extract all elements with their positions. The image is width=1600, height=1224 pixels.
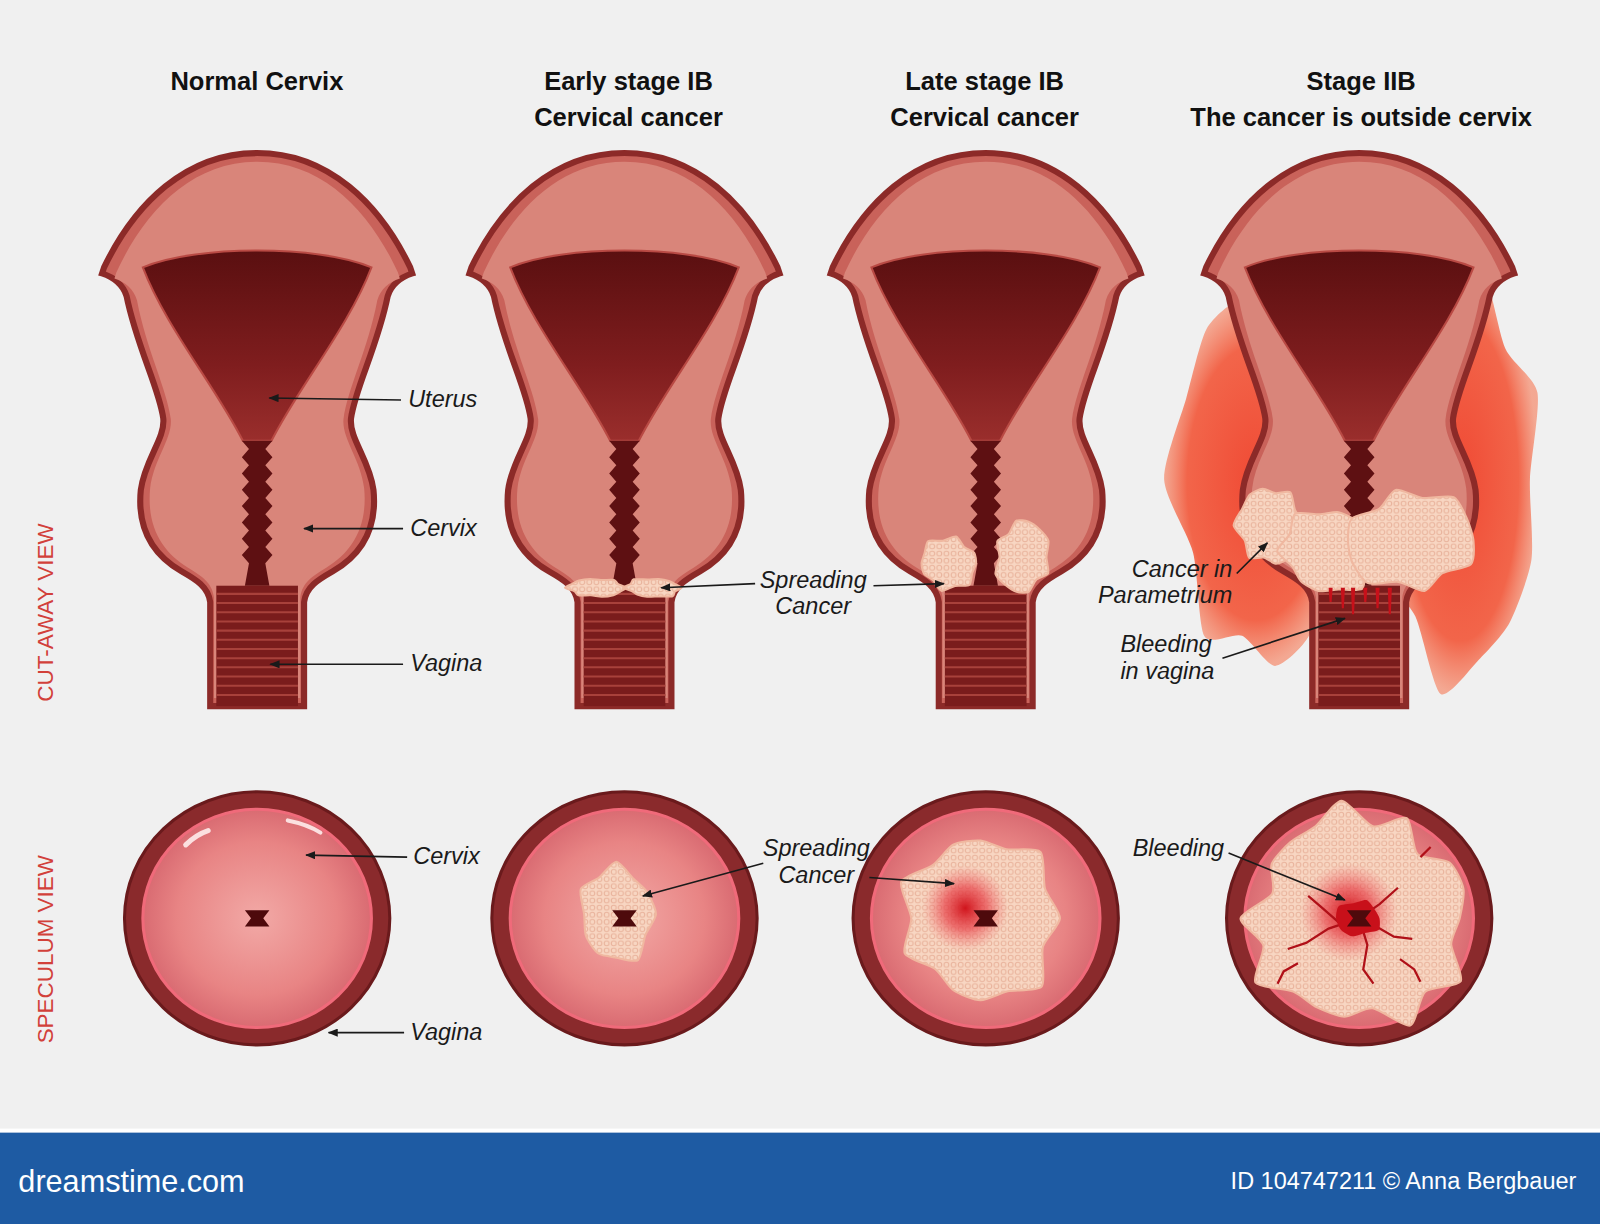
cervix-face [143, 809, 372, 1027]
cancer-growth [1241, 801, 1464, 1026]
view-label: SPECULUM VIEW [32, 855, 59, 1043]
part-label: Vagina [410, 650, 482, 677]
vagina-ring [853, 792, 1118, 1045]
label-line: Cancer [760, 593, 867, 620]
label-line: Cervical cancer [890, 99, 1079, 135]
vagina-ring [492, 792, 757, 1045]
footer-bar [0, 1133, 1600, 1224]
inflammation [922, 865, 1008, 951]
cancer-growth [1348, 490, 1474, 591]
watermark: dreamstime.com [18, 1163, 244, 1200]
part-label: Cervix [410, 514, 477, 541]
part-label: Spreading Cancer [763, 835, 870, 889]
label-line: Bleeding [1120, 631, 1214, 658]
leader-line [329, 1032, 405, 1034]
bleeding-drip [1376, 588, 1380, 608]
cancer-growth [995, 520, 1048, 593]
label-line: Stage IIB [1190, 63, 1532, 99]
leader-line [643, 863, 763, 896]
bleeding-drip [1351, 588, 1355, 615]
part-label: Uterus [408, 386, 477, 413]
cervical-os [973, 910, 997, 926]
label-line: Spreading [763, 835, 870, 862]
bleeding-crack [1400, 959, 1420, 981]
cervical-os [1347, 910, 1371, 926]
speculum-view [492, 792, 757, 1045]
column-heading: Early stage IB Cervical cancer [534, 63, 723, 134]
leader-line [270, 663, 403, 665]
part-label: Cervix [413, 843, 480, 870]
bleeding-crack [1308, 896, 1339, 923]
label-line: Late stage IB [890, 63, 1079, 99]
speculum-view [1227, 792, 1492, 1045]
leader-lines [269, 398, 1345, 1033]
leader-line [304, 528, 403, 530]
cancer-growth [565, 579, 626, 597]
uterus-cutaway [1204, 153, 1514, 706]
uterus-cutaway [102, 153, 412, 706]
leader-line [306, 855, 407, 857]
leader-line [661, 584, 755, 588]
label-line: Early stage IB [534, 63, 723, 99]
speculum-view [853, 792, 1118, 1045]
part-label: Bleeding in vagina [1120, 631, 1214, 685]
bleeding-drip [1388, 588, 1392, 615]
uterus-cutaway [831, 153, 1141, 706]
bleeding-drip [1341, 588, 1345, 608]
bleeding-spot [1336, 900, 1380, 936]
column-heading: Late stage IB Cervical cancer [890, 63, 1079, 134]
label-line: Cancer [763, 862, 870, 889]
part-label: Spreading Cancer [760, 566, 867, 620]
bar-edge [0, 1129, 1600, 1133]
label-line: Cancer in [1098, 555, 1232, 582]
cancer-growth [901, 840, 1060, 1000]
highlight [288, 820, 321, 832]
highlight [186, 831, 208, 845]
part-label: Bleeding [1133, 835, 1224, 862]
vagina-ring [124, 792, 389, 1045]
bleeding-drip [1363, 588, 1367, 602]
label-line: Cervical cancer [534, 99, 723, 135]
column-heading: Stage IIB The cancer is outside cervix [1190, 63, 1532, 134]
watermark: ID 104747211 © Anna Bergbauer [1231, 1167, 1577, 1195]
cervical-os [245, 910, 269, 926]
part-label: Cancer in Parametrium [1098, 555, 1232, 609]
speculum-views [124, 792, 1491, 1045]
inflammation [1300, 863, 1398, 961]
leader-line [1237, 543, 1268, 574]
cancer-cutaway [565, 489, 1474, 615]
speculum-view [124, 792, 389, 1045]
leader-line [869, 878, 954, 884]
cervix-face [510, 809, 739, 1027]
vagina-ring [1227, 792, 1492, 1045]
leader-line [269, 398, 401, 400]
label-line: in vagina [1120, 658, 1214, 685]
label-line: Spreading [760, 566, 867, 593]
cancer-growth [922, 536, 977, 590]
bleeding-crack [1278, 963, 1298, 983]
part-label: Vagina [410, 1018, 482, 1045]
cancer-growth [580, 862, 656, 961]
leader-line [873, 584, 943, 586]
label-line: The cancer is outside cervix [1190, 99, 1532, 135]
bleeding-crack [1420, 847, 1430, 857]
bleeding-drip [1329, 588, 1333, 602]
view-label: CUT-AWAY VIEW [32, 523, 59, 701]
uterus-cutaway [469, 153, 779, 706]
label-line: Parametrium [1098, 582, 1232, 609]
cervix-face [871, 809, 1100, 1027]
cervical-os [612, 910, 636, 926]
leader-line [1229, 853, 1345, 900]
leader-line [1222, 618, 1344, 658]
column-heading: Normal Cervix [170, 63, 343, 99]
